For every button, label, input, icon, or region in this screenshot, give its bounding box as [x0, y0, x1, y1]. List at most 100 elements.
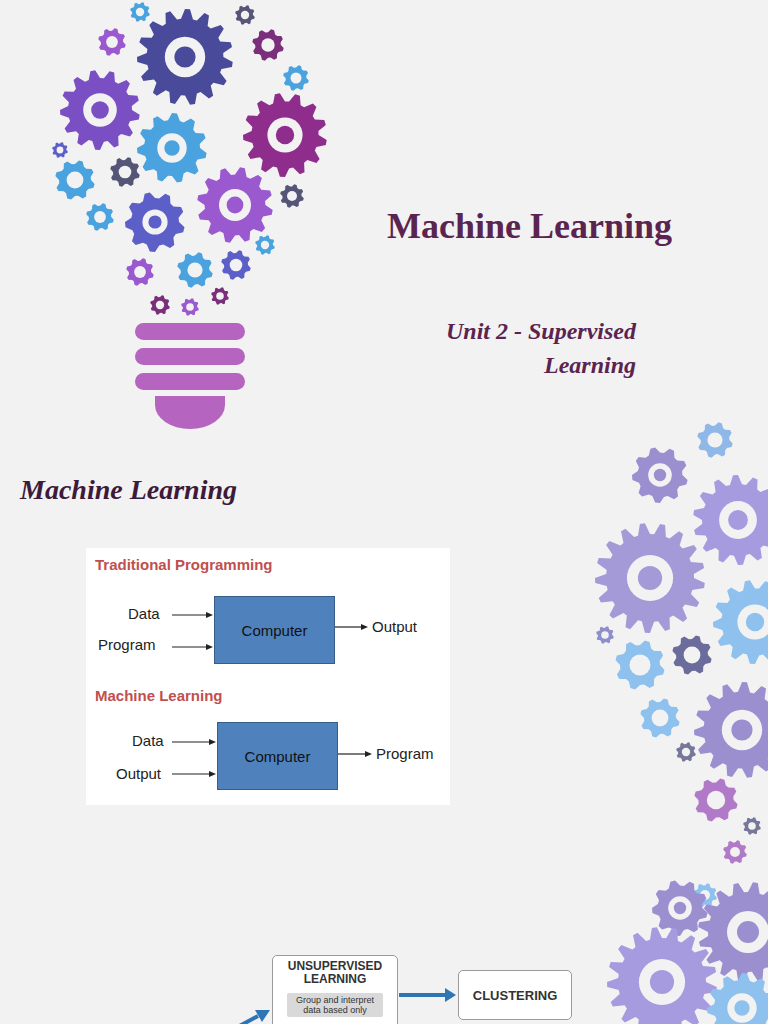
- gear-hole: [627, 555, 673, 601]
- gear: [110, 157, 139, 186]
- gear-hole: [156, 301, 164, 309]
- gear: [713, 580, 768, 664]
- gear-hub: [654, 469, 666, 481]
- gear-hole: [737, 604, 768, 639]
- diagram-heading: Machine Learning: [95, 687, 223, 704]
- gear-hole: [241, 11, 249, 19]
- gear-hole: [83, 93, 117, 127]
- gear-hole: [142, 209, 167, 234]
- gear-hole: [707, 432, 722, 447]
- process-box: Computer: [214, 596, 335, 664]
- gear: [743, 817, 761, 835]
- input-label: Data: [132, 732, 164, 749]
- gear: [595, 523, 705, 633]
- gear-hub: [728, 510, 748, 530]
- gear-hub: [91, 101, 109, 119]
- gear: [197, 167, 272, 242]
- gear-hub: [731, 719, 752, 740]
- gear: [52, 142, 68, 158]
- diagram-heading: Traditional Programming: [95, 556, 273, 573]
- subtitle: Unit 2 - Supervised Learning: [398, 314, 636, 382]
- process-box: Computer: [217, 722, 338, 790]
- gear-hole: [216, 292, 224, 300]
- gear-hole: [639, 959, 685, 1005]
- gear-hole: [748, 822, 756, 830]
- gear: [86, 203, 113, 230]
- category-box: UNSUPERVISED LEARNING Group and interpret…: [272, 955, 398, 1024]
- gear-hole: [722, 710, 762, 750]
- diagram-panel: [86, 548, 450, 805]
- input-label: Program: [98, 636, 156, 653]
- gear-hole: [165, 37, 205, 77]
- gear: [723, 840, 747, 864]
- gear-hole: [727, 993, 756, 1022]
- gear-hole: [267, 117, 302, 152]
- gear: [616, 641, 665, 690]
- gear-hole: [136, 8, 144, 16]
- gear: [707, 973, 768, 1024]
- gear-hole: [261, 241, 269, 249]
- gear: [693, 475, 768, 565]
- gear-hole: [219, 189, 251, 221]
- gear-hole: [287, 191, 297, 201]
- node-text: CLUSTERING: [473, 988, 558, 1003]
- node-text: Computer: [242, 622, 308, 639]
- input-label: Output: [116, 765, 161, 782]
- gear-hole: [230, 259, 243, 272]
- gear: [652, 880, 708, 936]
- gear-hub: [638, 566, 662, 590]
- gear-hole: [648, 463, 672, 487]
- node-text: Group and interpret data based only: [290, 995, 380, 1015]
- gear: [694, 778, 737, 821]
- gear: [640, 698, 679, 737]
- gear: [243, 93, 327, 177]
- gear-hole: [601, 631, 609, 639]
- gear: [596, 626, 614, 644]
- gear-hub: [227, 197, 244, 214]
- node-text: UNSUPERVISED LEARNING: [279, 960, 391, 986]
- gear: [60, 70, 140, 150]
- gear-hub: [746, 613, 764, 631]
- incoming-arrow: [232, 1010, 270, 1024]
- gear-hub: [276, 126, 294, 144]
- gear: [150, 295, 170, 315]
- gear: [211, 287, 229, 305]
- gear: [283, 65, 309, 91]
- gear-illustration: [52, 2, 768, 1024]
- arrowhead: [445, 988, 456, 1002]
- gear: [125, 193, 185, 253]
- gear: [672, 635, 711, 674]
- connector: [399, 993, 449, 997]
- gear-hole: [707, 791, 725, 809]
- gear: [235, 5, 255, 25]
- gear: [55, 160, 94, 199]
- gear: [137, 9, 233, 105]
- output-label: Output: [372, 618, 417, 635]
- gear: [130, 2, 150, 22]
- gear-hole: [652, 710, 669, 727]
- gear-hole: [119, 166, 132, 179]
- gear-hub: [148, 215, 161, 228]
- gear: [280, 184, 304, 208]
- gear-hole: [261, 38, 274, 51]
- gear: [221, 250, 250, 279]
- gear-hole: [719, 501, 757, 539]
- description-box: Group and interpret data based only: [287, 993, 383, 1017]
- gear-hole: [94, 211, 106, 223]
- gear: [252, 29, 283, 60]
- bulb-base: [135, 323, 245, 429]
- gear-hole: [630, 655, 651, 676]
- gear-hole: [186, 303, 194, 311]
- input-label: Data: [128, 605, 160, 622]
- gear: [181, 298, 199, 316]
- gear-hub: [650, 970, 674, 994]
- gear: [255, 235, 275, 255]
- gear-hub: [737, 921, 759, 943]
- gear-hole: [157, 133, 186, 162]
- gear: [137, 113, 207, 183]
- gear: [697, 422, 732, 457]
- gear: [177, 252, 212, 287]
